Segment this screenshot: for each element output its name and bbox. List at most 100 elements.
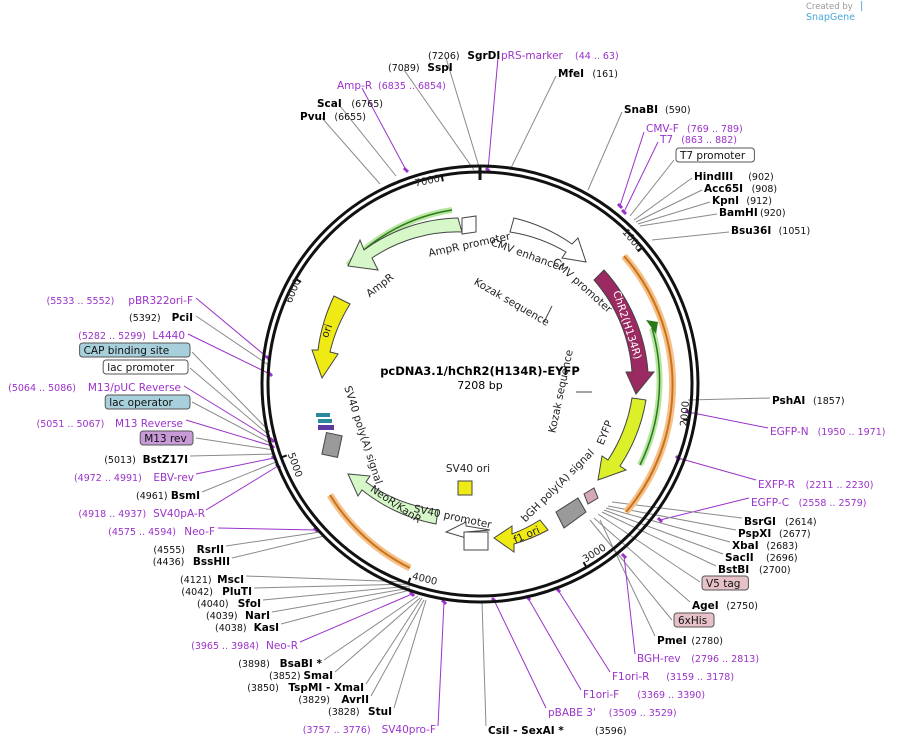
label-pos-egfpc: (2558 .. 2579) — [799, 498, 867, 509]
label-name-f1orif: F1ori-F — [583, 689, 619, 701]
label-neor-p: Neo-R(3965 .. 3984) — [191, 640, 298, 652]
ori-feature — [311, 295, 351, 380]
connector-pbr322 — [195, 297, 269, 359]
label-name-kpni: KpnI — [712, 195, 739, 207]
label-pos-kasi: (4038) — [215, 623, 247, 634]
label-pos-ebvrev: (4972 .. 4991) — [74, 473, 142, 484]
label-pluti: PluTI(4042) — [181, 586, 252, 598]
tick-label-7000: 7000 — [414, 174, 441, 190]
label-name-pcii: PciI — [172, 312, 193, 324]
sv40-polya-feature — [321, 431, 343, 459]
label-name-sspi: SspI — [427, 62, 452, 74]
label-pos-bsu36i: (1051) — [779, 226, 811, 237]
label-pos-kpni: (912) — [746, 196, 772, 207]
label-nari: NarI (4039) — [206, 610, 270, 622]
label-pos-bstbi: (2700) — [759, 565, 791, 576]
connector-sfoi — [262, 585, 411, 601]
connector-rsrii — [225, 531, 321, 547]
label-pos-ampr_primer: (6835 .. 6854) — [378, 81, 446, 92]
primer-mark-t7 — [620, 208, 628, 216]
pink-small-feature — [583, 487, 599, 505]
connector-m13rev — [195, 437, 275, 451]
connector-exfpr — [677, 457, 757, 481]
label-name-nari: NarI — [245, 610, 270, 622]
connector-neor_p — [299, 593, 413, 643]
ampr-feature — [347, 217, 463, 271]
label-ampr-primer: Amp-R (6835 .. 6854) — [337, 80, 446, 92]
label-box-sixhis — [673, 612, 715, 628]
connector-ebvrev — [195, 457, 275, 475]
label-bsshii: BssHII(4436) — [153, 556, 230, 568]
cds-orange-arc-right-core — [623, 255, 674, 513]
primer-mark-cmvf — [616, 202, 624, 210]
label-egfpc: EGFP-C(2558 .. 2579) — [751, 497, 866, 509]
label-avrii: AvrII(3829) — [298, 694, 369, 706]
connector-ampr_primer — [361, 87, 407, 171]
label-pos-pspxi: (2677) — [779, 529, 811, 540]
label-bghrev: BGH-rev(2796 .. 2813) — [637, 653, 759, 665]
kozak-label-2: Kozak sequence — [546, 349, 575, 434]
connector-sixhis — [589, 519, 673, 621]
label-name-ampr_primer: Amp-R — [337, 80, 372, 92]
label-bsrgi: BsrGI(2614) — [744, 516, 817, 528]
label-name-smai: SmaI — [304, 670, 334, 682]
label-neof: Neo-F(4575 .. 4594) — [108, 526, 215, 538]
label-pos-nari: (4039) — [206, 611, 238, 622]
label-name-bsabi: BsaBI * — [280, 658, 323, 670]
label-name-pbabe: pBABE 3' — [548, 707, 596, 719]
connector-prs_marker — [487, 57, 499, 171]
green-arc-right-core — [639, 327, 661, 466]
connector-bsmi — [201, 461, 277, 493]
snapgene-brand: Created by ▕ SnapGene — [806, 2, 908, 23]
label-name-bsshii: BssHII — [193, 556, 230, 568]
connector-pvui — [321, 117, 381, 185]
label-pspxi: PspXI(2677) — [738, 528, 811, 540]
label-pos-stui: (3828) — [328, 707, 360, 718]
label-kasi: KasI(4038) — [215, 622, 279, 634]
connector-bsshii — [231, 535, 325, 559]
label-sv40pa: SV40pA-R(4918 .. 4937) — [78, 508, 205, 520]
label-m13puc: M13/pUC Reverse(5064 .. 5086) — [8, 382, 181, 394]
label-name-exfpr: EXFP-R — [758, 479, 795, 491]
label-name-msci: MscI — [217, 574, 244, 586]
label-pbr322: pBR322ori-F(5533 .. 5552) — [47, 295, 193, 307]
label-name-agei: AgeI — [692, 600, 719, 612]
label-sv40pro: SV40pro-F(3757 .. 3776) — [303, 724, 436, 736]
label-f1orif: F1ori-F(3369 .. 3390) — [583, 689, 705, 701]
label-name-pluti: PluTI — [222, 586, 252, 598]
label-name-f1orir: F1ori-R — [612, 671, 649, 683]
label-pos-rsrii: (4555) — [153, 545, 185, 556]
tick-mark-2000 — [682, 418, 690, 422]
label-name-tspmi: TspMI - XmaI — [288, 682, 364, 694]
label-stui: StuI(3828) — [328, 706, 392, 718]
label-pos-cmvf: (769 .. 789) — [687, 124, 743, 135]
label-l4440: L4440(5282 .. 5299) — [78, 330, 185, 342]
connector-t7 — [623, 141, 659, 213]
ampr-label: AmpR — [364, 271, 396, 300]
label-pos-neor_p: (3965 .. 3984) — [191, 641, 259, 652]
label-snabi: SnaBI(590) — [624, 104, 691, 116]
connector-l4440 — [187, 333, 271, 375]
label-pos-sv40pro: (3757 .. 3776) — [303, 725, 371, 736]
label-cmvf: CMV-F(769 .. 789) — [646, 123, 743, 135]
sv40-ori-label: SV40 ori — [446, 463, 490, 475]
label-text-lacop: lac operator — [109, 397, 173, 409]
connector-sgrdi — [445, 57, 481, 171]
connector-f1orir — [557, 589, 611, 673]
connector-msci — [245, 575, 409, 583]
connector-neof — [217, 527, 317, 531]
label-name-snabi: SnaBI — [624, 104, 658, 116]
label-pos-pbabe: (3509 .. 3529) — [609, 708, 677, 719]
label-xbai: XbaI(2683) — [732, 540, 798, 552]
connector-sv40pro — [437, 601, 445, 727]
connector-egfpc — [659, 497, 750, 521]
label-name-sacii: SacII — [725, 552, 754, 564]
primer-mark-sv40pro — [440, 598, 448, 606]
connector-bsabi — [323, 595, 419, 661]
label-pos-smai: (3852) — [269, 671, 301, 682]
label-pos-m13puc: (5064 .. 5086) — [8, 383, 76, 394]
label-f1orir: F1ori-R(3159 .. 3178) — [612, 671, 734, 683]
label-name-bsmi: BsmI — [171, 490, 200, 502]
primer-mark-bghrev — [620, 552, 628, 560]
label-pos-scai: (6765) — [351, 99, 383, 110]
